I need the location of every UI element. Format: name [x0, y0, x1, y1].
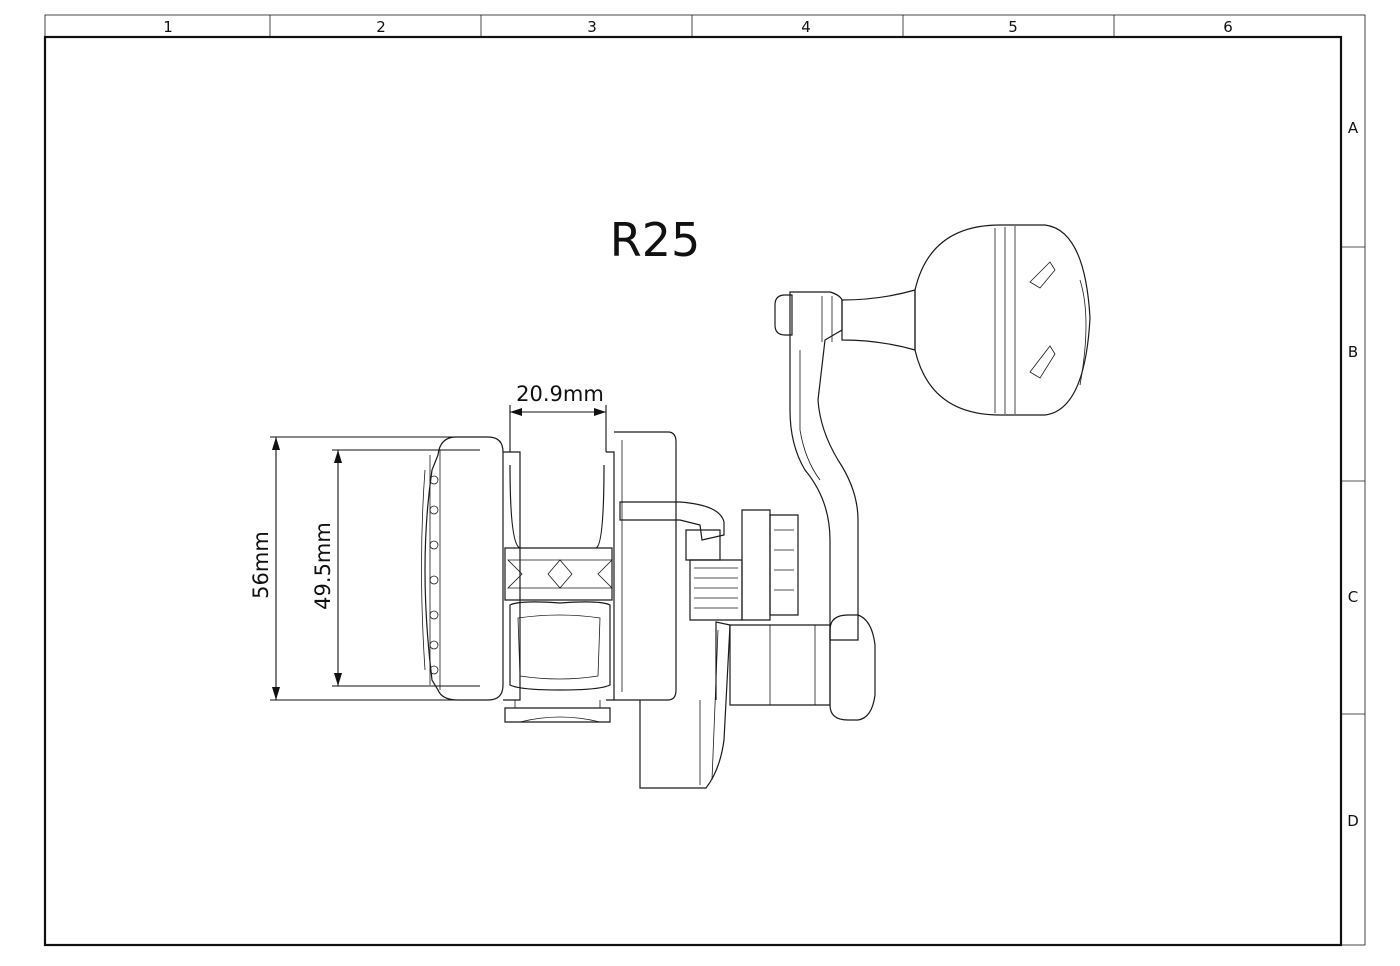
left-side-plate: [421, 436, 504, 701]
reel-foot: [504, 700, 611, 723]
dimension-label-outer-height: 56mm: [249, 531, 273, 599]
column-label-2: 2: [376, 18, 386, 36]
handle-arm: [774, 291, 876, 721]
drag-lever: [619, 501, 725, 561]
handle-knob: [821, 224, 1091, 416]
row-labels: A B C D: [1347, 119, 1359, 830]
reel-drawing: [421, 224, 1091, 789]
dimension-label-spool-width: 20.9mm: [516, 382, 604, 406]
dimension-outer-height: 56mm: [249, 436, 456, 701]
column-label-5: 5: [1008, 18, 1018, 36]
drawing-title: R25: [610, 213, 701, 267]
row-label-d: D: [1347, 812, 1359, 830]
dimension-spool-width: 20.9mm: [509, 382, 607, 452]
row-label-c: C: [1348, 588, 1358, 606]
star-drag: [689, 509, 799, 621]
main-shaft: [729, 624, 831, 706]
column-label-6: 6: [1223, 18, 1233, 36]
column-labels: 1 2 3 4 5 6: [163, 18, 1233, 36]
row-label-b: B: [1348, 343, 1358, 361]
reel-frame: [503, 431, 677, 701]
gear-box: [639, 621, 731, 789]
dimension-inner-height: 49.5mm: [311, 449, 480, 687]
column-label-3: 3: [587, 18, 597, 36]
dimension-label-inner-height: 49.5mm: [311, 522, 335, 610]
row-label-a: A: [1348, 119, 1359, 137]
column-label-4: 4: [801, 18, 811, 36]
sheet-frame: [43, 14, 1366, 947]
column-label-1: 1: [163, 18, 173, 36]
side-plate-holes: [429, 475, 439, 675]
